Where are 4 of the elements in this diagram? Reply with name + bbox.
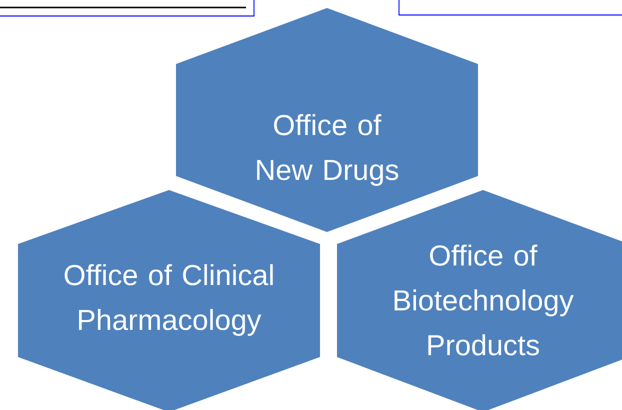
hexagon: Office of Biotechnology Products — [337, 190, 622, 410]
node-label: Office of New Drugs — [257, 114, 398, 186]
hexagon: Office of Clinical Pharmacology — [18, 190, 320, 410]
hexagon: Office of New Drugs — [176, 8, 478, 232]
